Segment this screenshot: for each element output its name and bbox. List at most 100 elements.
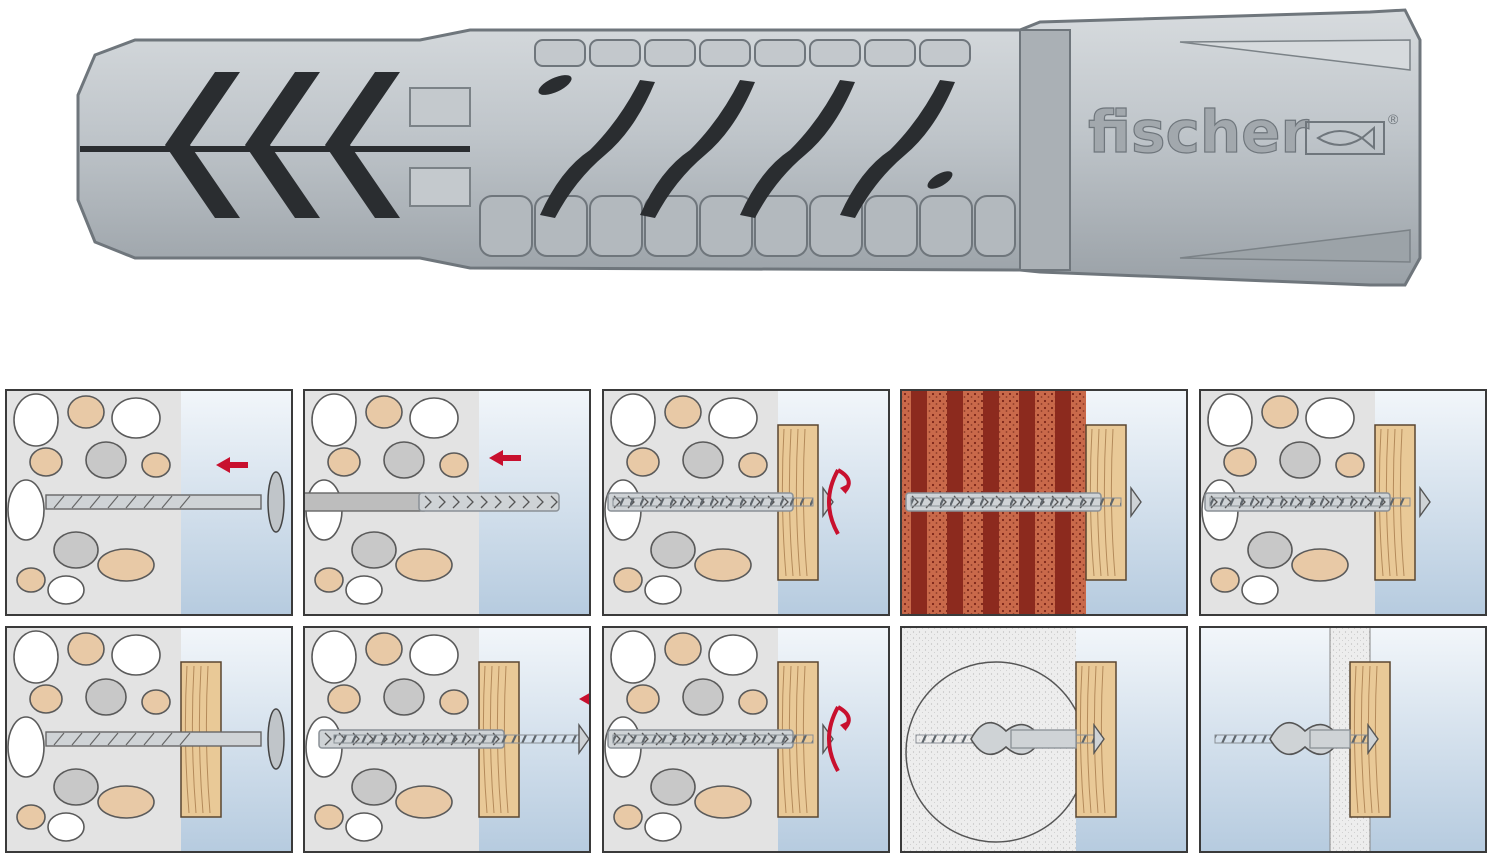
drill-flute — [125, 732, 137, 746]
stone — [365, 632, 403, 666]
fish-logo-icon — [1305, 121, 1385, 155]
stone — [345, 575, 383, 605]
stone — [664, 395, 702, 429]
rotate-icon — [827, 469, 840, 535]
step-panel-a4 — [900, 389, 1188, 616]
panel-frame — [602, 626, 890, 853]
plug-rib — [466, 495, 474, 509]
stone — [345, 812, 383, 842]
stone — [626, 684, 660, 714]
drill-flute — [125, 495, 137, 509]
stone — [383, 678, 425, 716]
stone — [439, 452, 469, 478]
stone — [409, 634, 459, 676]
stone — [644, 575, 682, 605]
mini-plug — [418, 492, 560, 512]
rotate-icon-tip — [840, 721, 848, 731]
stone — [1291, 548, 1349, 582]
drill-flute — [107, 495, 119, 509]
brand-logo: fischer — [1088, 98, 1310, 166]
stone — [7, 716, 45, 778]
spiral-slots — [538, 75, 955, 218]
plug-rib — [480, 495, 488, 509]
stone — [314, 567, 344, 593]
panel-frame — [1199, 389, 1487, 616]
plug-rib — [424, 495, 432, 509]
plug-rib — [508, 495, 516, 509]
step-panel-a3 — [602, 389, 890, 616]
panel-frame — [900, 626, 1188, 853]
stone — [85, 441, 127, 479]
stone — [1247, 531, 1293, 569]
screw-head — [1367, 722, 1379, 756]
stone — [1305, 397, 1355, 439]
plug-body — [76, 8, 1422, 287]
chevron-slots — [165, 72, 400, 218]
step-panel-b5 — [1199, 626, 1487, 853]
drill-hole — [304, 492, 425, 512]
panel-frame — [5, 626, 293, 853]
drill-bit — [45, 494, 262, 510]
stone — [16, 567, 46, 593]
arrow-left-icon — [579, 692, 590, 706]
step-panel-b1 — [5, 626, 293, 853]
step-panel-a1 — [5, 389, 293, 616]
stone — [738, 689, 768, 715]
stone — [738, 452, 768, 478]
wall-plug: fischer ® — [76, 8, 1422, 287]
drill-flute — [161, 495, 173, 509]
stone — [111, 397, 161, 439]
drill-flute — [89, 732, 101, 746]
drill-chuck — [267, 471, 285, 533]
stone — [327, 684, 361, 714]
drill-flute — [89, 495, 101, 509]
panel-frame — [602, 389, 890, 616]
center-slot — [80, 146, 470, 152]
stone — [13, 630, 59, 684]
stone — [1261, 395, 1299, 429]
drill-flute — [107, 732, 119, 746]
stone — [141, 689, 171, 715]
stone — [85, 678, 127, 716]
stone — [7, 479, 45, 541]
stone — [626, 447, 660, 477]
stone — [314, 804, 344, 830]
stone — [1207, 393, 1253, 447]
drill-flute — [179, 732, 191, 746]
panel-frame — [303, 389, 591, 616]
stone — [664, 632, 702, 666]
screw-shaft — [333, 734, 580, 744]
stone — [395, 785, 453, 819]
panel-frame — [5, 389, 293, 616]
stone — [708, 397, 758, 439]
stone — [47, 812, 85, 842]
stone — [47, 575, 85, 605]
stone — [16, 804, 46, 830]
rotate-icon — [827, 706, 840, 772]
top-fins — [534, 39, 971, 67]
screw-shaft — [1209, 497, 1411, 507]
stone — [650, 768, 696, 806]
drill-flute — [143, 495, 155, 509]
stone — [67, 632, 105, 666]
drill-flute — [143, 732, 155, 746]
stone — [365, 395, 403, 429]
stone — [650, 531, 696, 569]
step-panel-b4 — [900, 626, 1188, 853]
screw-shaft — [612, 734, 814, 744]
stone — [1279, 441, 1321, 479]
plug-rib — [536, 495, 544, 509]
plug-rib — [494, 495, 502, 509]
stone — [141, 452, 171, 478]
stone — [395, 548, 453, 582]
stone — [1335, 452, 1365, 478]
stone — [29, 684, 63, 714]
screw-shaft — [910, 497, 1122, 507]
panel-frame — [303, 626, 591, 853]
screw-shaft — [612, 497, 814, 507]
stone — [351, 768, 397, 806]
stone — [67, 395, 105, 429]
stone — [694, 548, 752, 582]
stone — [610, 393, 656, 447]
stone — [97, 785, 155, 819]
